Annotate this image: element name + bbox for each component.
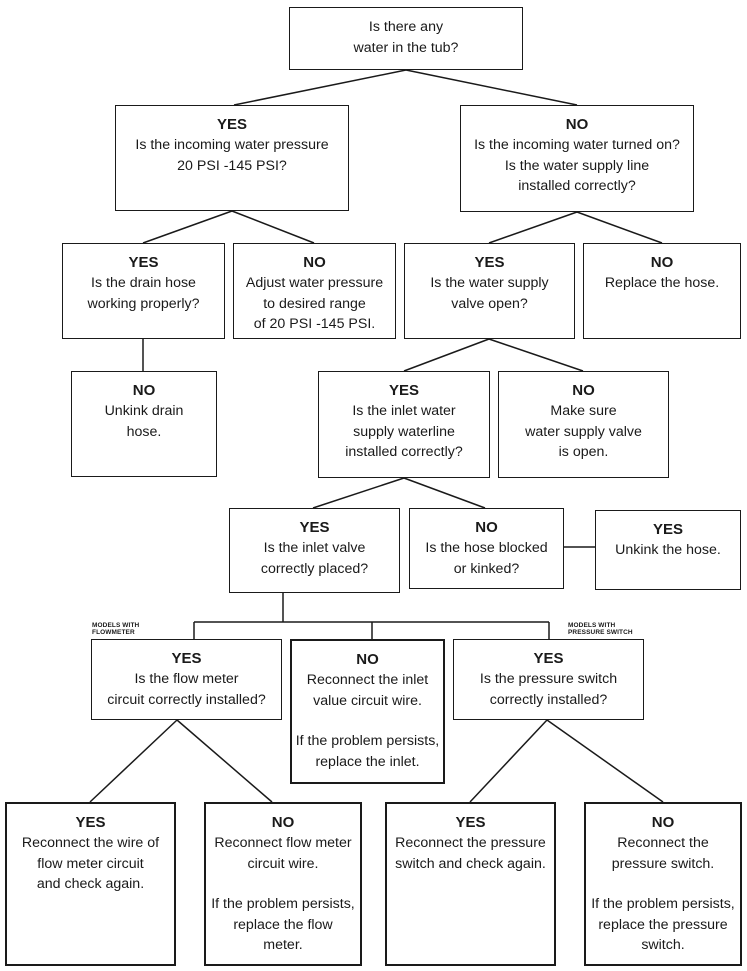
edge-pressure-yes: [142, 210, 233, 244]
node-yes-reconnect-flow-wire: YES Reconnect the wire of flow meter cir…: [5, 802, 176, 966]
edge-inletline-yes: [312, 477, 405, 509]
node-no-make-sure-valve: NO Make sure water supply valve is open.: [498, 371, 669, 478]
node-body: Is the pressure switch correctly install…: [479, 671, 618, 708]
tag-models-with-pressure-switch: MODELS WITH PRESSURE SWITCH: [568, 622, 633, 636]
edge-switch-yes: [469, 719, 548, 803]
edge-flow-yes: [89, 719, 178, 803]
node-body: Reconnect the pressure switch.: [611, 835, 715, 872]
node-title: NO: [572, 382, 595, 399]
node-title: YES: [533, 650, 564, 667]
node-extra: If the problem persists, replace the flo…: [211, 896, 355, 953]
node-title: NO: [271, 814, 295, 831]
edge-flow-no: [176, 719, 273, 803]
node-body: Replace the hose.: [604, 275, 720, 291]
node-no-hose-blocked: NO Is the hose blocked or kinked?: [409, 508, 564, 589]
edge-pressure-no: [231, 210, 315, 244]
node-title: NO: [651, 814, 675, 831]
node-yes-valve-open: YES Is the water supply valve open?: [404, 243, 575, 339]
node-title: YES: [216, 116, 247, 133]
node-body: Adjust water pressure to desired range o…: [245, 275, 384, 332]
node-yes-drain-hose: YES Is the drain hose working properly?: [62, 243, 225, 339]
node-body: Is the incoming water pressure 20 PSI -1…: [135, 137, 329, 174]
edge-wateron-yes: [488, 211, 578, 244]
node-title: YES: [474, 254, 505, 271]
node-body: Is the inlet water supply waterline inst…: [345, 403, 463, 460]
node-extra: If the problem persists, replace the pre…: [591, 896, 735, 953]
node-body: Is the flow meter circuit correctly inst…: [107, 671, 266, 708]
node-no-water-turned-on: NO Is the incoming water turned on? Is t…: [460, 105, 694, 212]
node-no-reconnect-flow-wire: NO Reconnect flow meter circuit wire. If…: [204, 802, 362, 966]
node-body: Is there any water in the tub?: [353, 19, 459, 56]
node-yes-flow-meter: YES Is the flow meter circuit correctly …: [91, 639, 282, 720]
node-no-reconnect-inlet-wire: NO Reconnect the inlet value circuit wir…: [290, 639, 445, 784]
node-body: Is the drain hose working properly?: [87, 275, 200, 312]
node-title: YES: [652, 521, 683, 538]
node-title: NO: [565, 116, 589, 133]
node-body: Reconnect the wire of flow meter circuit…: [21, 835, 160, 892]
node-title: YES: [75, 814, 106, 831]
node-title: YES: [128, 254, 159, 271]
node-yes-unkink-hose: YES Unkink the hose.: [595, 510, 741, 590]
edge-root-no: [405, 69, 578, 106]
edge-wateron-no: [576, 211, 663, 244]
node-no-adjust-pressure: NO Adjust water pressure to desired rang…: [233, 243, 396, 339]
node-yes-water-pressure: YES Is the incoming water pressure 20 PS…: [115, 105, 349, 211]
node-no-reconnect-switch: NO Reconnect the pressure switch. If the…: [584, 802, 742, 966]
node-body: Reconnect the pressure switch and check …: [395, 835, 546, 872]
node-body: Reconnect the inlet value circuit wire.: [306, 672, 429, 709]
node-title: NO: [650, 254, 674, 271]
edge-root-yes: [233, 69, 407, 106]
edge-valve-no: [488, 338, 584, 372]
node-title: NO: [356, 651, 379, 668]
node-title: NO: [475, 519, 498, 536]
edge-inletline-no: [403, 477, 486, 509]
node-yes-reconnect-switch: YES Reconnect the pressure switch and ch…: [385, 802, 556, 966]
node-water-in-tub: Is there any water in the tub?: [289, 7, 523, 70]
tag-models-with-flowmeter: MODELS WITH FLOWMETER: [92, 622, 140, 636]
node-body: Is the inlet valve correctly placed?: [260, 540, 369, 577]
node-title: YES: [171, 650, 202, 667]
node-body: Is the hose blocked or kinked?: [425, 540, 548, 577]
node-title: YES: [455, 814, 486, 831]
node-title: YES: [299, 519, 330, 536]
node-body: Is the incoming water turned on? Is the …: [474, 137, 680, 194]
node-body: Unkink the hose.: [615, 542, 721, 558]
node-yes-inlet-waterline: YES Is the inlet water supply waterline …: [318, 371, 490, 478]
node-body: Reconnect flow meter circuit wire.: [214, 835, 352, 872]
edge-switch-no: [546, 719, 664, 803]
node-body: Unkink drain hose.: [104, 403, 184, 440]
node-body: Make sure water supply valve is open.: [525, 403, 642, 460]
node-title: YES: [388, 382, 419, 399]
node-yes-pressure-switch: YES Is the pressure switch correctly ins…: [453, 639, 644, 720]
node-title: NO: [132, 382, 156, 399]
node-yes-inlet-valve: YES Is the inlet valve correctly placed?: [229, 508, 400, 593]
node-no-unkink-drain: NO Unkink drain hose.: [71, 371, 217, 477]
node-title: NO: [303, 254, 326, 271]
node-body: Is the water supply valve open?: [430, 275, 549, 312]
node-no-replace-hose: NO Replace the hose.: [583, 243, 741, 339]
node-extra: If the problem persists, replace the inl…: [295, 733, 440, 770]
edge-valve-yes: [403, 338, 490, 372]
